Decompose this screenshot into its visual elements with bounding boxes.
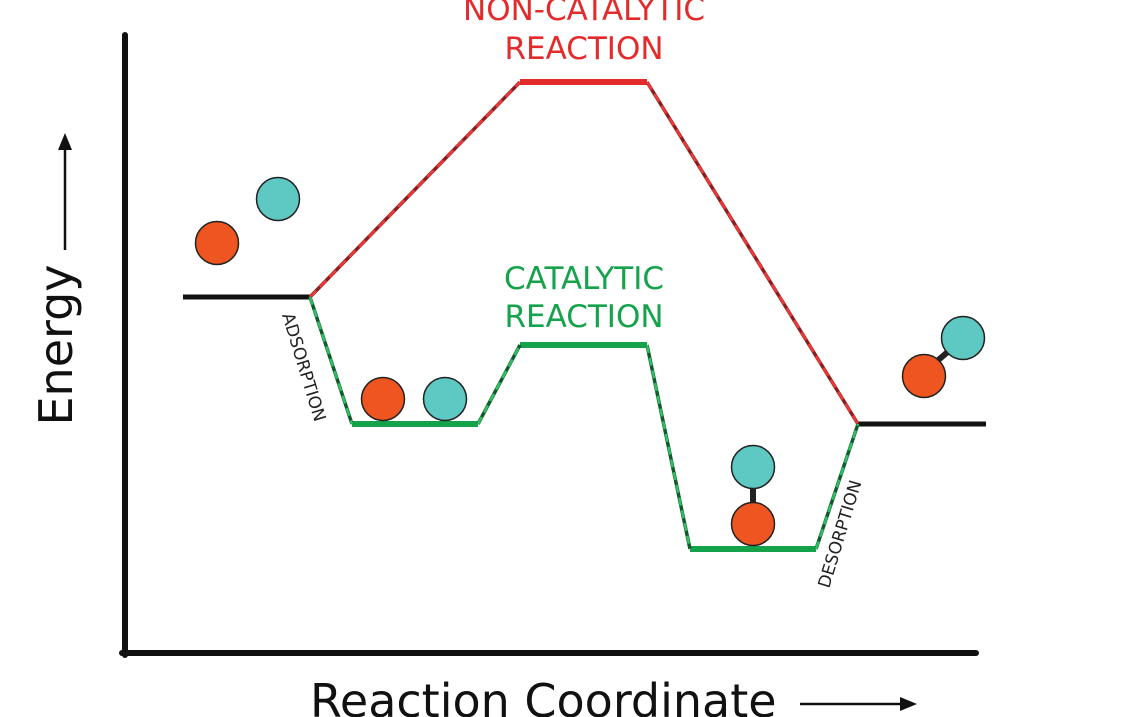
- reactant-molecules: [194, 176, 301, 266]
- x-axis-title: Reaction Coordinate: [310, 674, 777, 717]
- y-axis-arrow-icon: [58, 133, 72, 150]
- orange-atom-icon: [194, 220, 240, 266]
- orange-atom-icon: [730, 501, 776, 547]
- teal-atom-icon: [730, 444, 776, 490]
- y-axis-title-group: Energy: [29, 133, 83, 426]
- x-axis-arrow-icon: [900, 697, 917, 711]
- noncatalytic-path: [308, 79, 860, 425]
- released-product-molecule: [901, 315, 986, 399]
- noncatalytic-label-line1: NON-CATALYTIC: [463, 0, 705, 28]
- catalytic-label-line1: CATALYTIC: [504, 261, 664, 297]
- y-axis-title: Energy: [29, 264, 83, 425]
- catalytic-label-line2: REACTION: [504, 299, 663, 335]
- catalytic-path: [308, 296, 860, 552]
- teal-atom-icon: [255, 176, 301, 222]
- catalytic-dashed-connectors: [308, 296, 860, 550]
- bound-product-molecule: [730, 444, 776, 547]
- orange-atom-icon: [360, 376, 406, 422]
- noncatalytic-label-line2: REACTION: [504, 31, 663, 67]
- teal-atom-icon: [940, 315, 986, 361]
- x-axis-title-group: Reaction Coordinate: [310, 674, 917, 717]
- teal-atom-icon: [422, 376, 468, 422]
- orange-atom-icon: [901, 353, 947, 399]
- adsorbed-molecules: [360, 376, 468, 422]
